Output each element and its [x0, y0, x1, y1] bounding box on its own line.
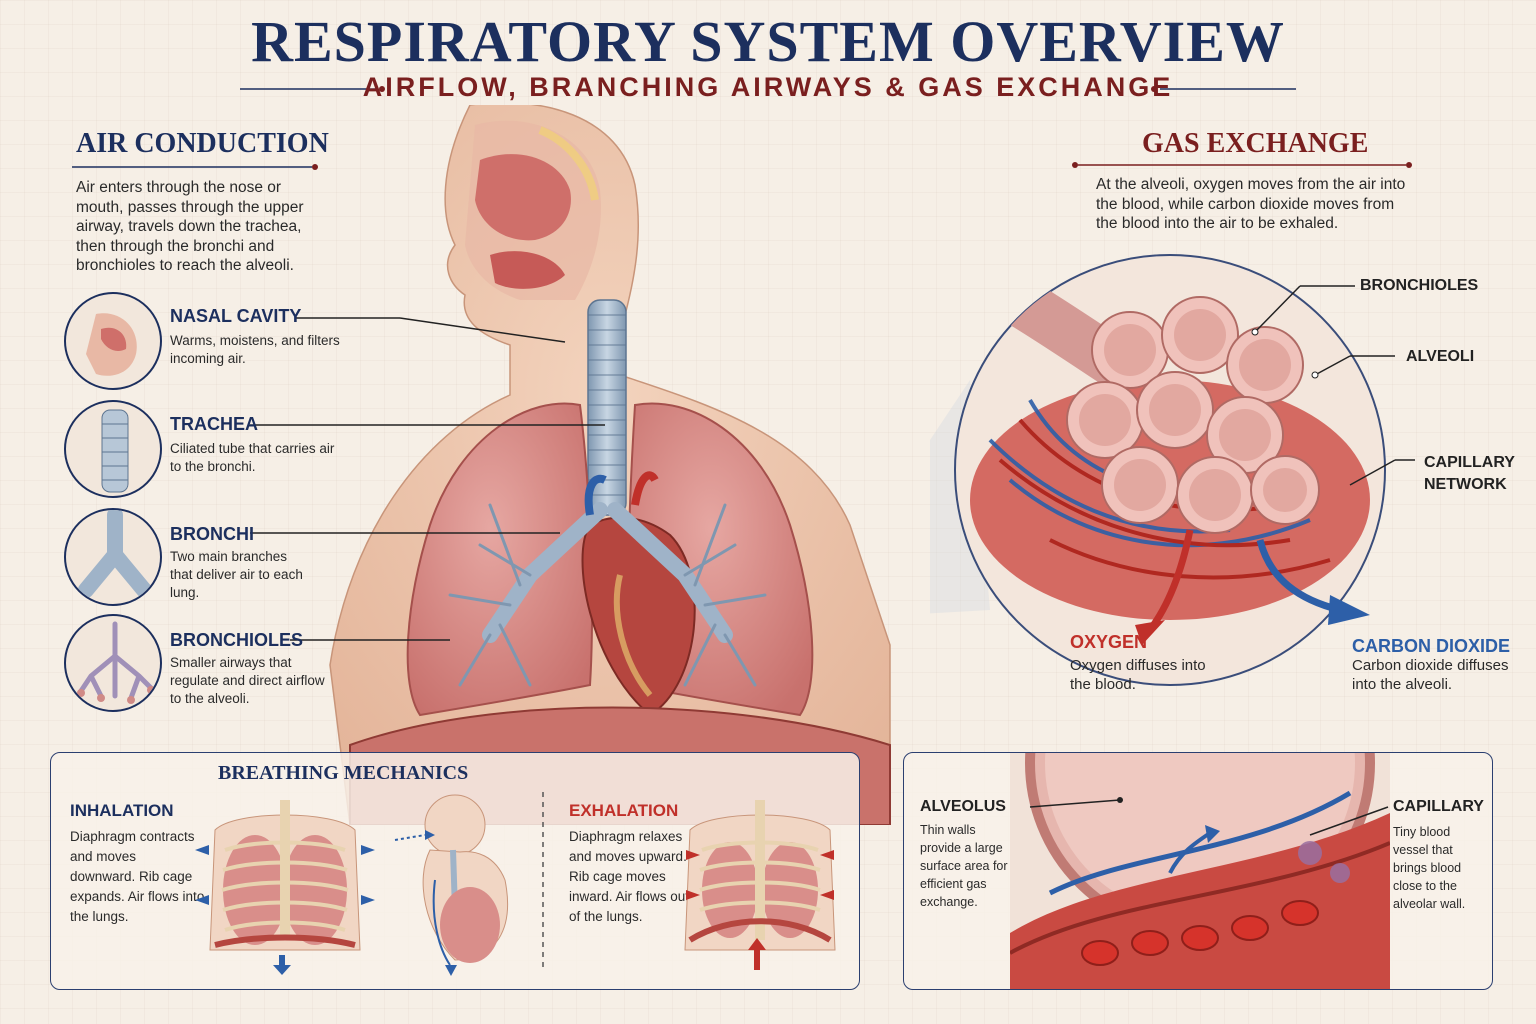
- bronchioles-callout: BRONCHIOLES: [1360, 277, 1479, 294]
- subtitle-row: AIRFLOW, BRANCHING AIRWAYS & GAS EXCHANG…: [240, 72, 1296, 108]
- exhalation-desc: Diaphragm relaxes and moves upward. Rib …: [569, 829, 690, 924]
- air-conduction-underline: [72, 164, 318, 170]
- exhalation-label: EXHALATION: [569, 801, 679, 820]
- breathing-mechanics-title: BREATHING MECHANICS: [218, 762, 469, 784]
- capillary-label: CAPILLARY: [1393, 798, 1484, 815]
- gas-exchange-underline: [1072, 162, 1412, 168]
- oxygen-label: OXYGEN: [1070, 632, 1148, 652]
- gas-exchange-title: GAS EXCHANGE: [1142, 128, 1369, 159]
- carbon-dioxide-label: CARBON DIOXIDE: [1352, 636, 1511, 656]
- exhalation-illustration: [684, 800, 836, 970]
- bronchi-desc: Two main branches that deliver air to ea…: [170, 549, 303, 600]
- page-title: RESPIRATORY SYSTEM OVERVIEW: [251, 9, 1285, 74]
- page-subtitle: AIRFLOW, BRANCHING AIRWAYS & GAS EXCHANG…: [362, 72, 1174, 102]
- alveolus-desc: Thin walls provide a large surface area …: [920, 823, 1008, 909]
- inhalation-illustration: [195, 794, 509, 976]
- gas-exchange-text: At the alveoli, oxygen moves from the ai…: [1096, 176, 1406, 232]
- nasal-cavity-desc: Warms, moistens, and filters incoming ai…: [170, 333, 340, 366]
- alveolus-capillary-illustration: [1010, 753, 1390, 989]
- bronchi-label: BRONCHI: [170, 524, 254, 544]
- bronchioles-desc: Smaller airways that regulate and direct…: [170, 655, 325, 706]
- air-conduction-title: AIR CONDUCTION: [76, 128, 329, 159]
- air-conduction-text: Air enters through the nose or mouth, pa…: [76, 179, 304, 274]
- gas-exchange-leader-lines: [1251, 285, 1415, 486]
- alveolus-label: ALVEOLUS: [920, 798, 1006, 815]
- capillary-network-callout-line1: CAPILLARY: [1424, 454, 1515, 471]
- trachea-desc: Ciliated tube that carries air to the br…: [170, 441, 335, 474]
- inhalation-label: INHALATION: [70, 801, 174, 820]
- torso-anatomy-illustration: [329, 105, 891, 825]
- capillary-network-callout-line2: NETWORK: [1424, 476, 1507, 493]
- trachea-label: TRACHEA: [170, 414, 258, 434]
- capillary-desc: Tiny blood vessel that brings blood clos…: [1393, 825, 1466, 911]
- inhalation-desc: Diaphragm contracts and moves downward. …: [70, 829, 205, 924]
- carbon-dioxide-desc: Carbon dioxide diffuses into the alveoli…: [1352, 657, 1509, 693]
- bronchioles-icon: [64, 614, 162, 712]
- alveoli-magnified-illustration: [930, 254, 1386, 686]
- trachea-icon: [64, 400, 162, 498]
- alveoli-callout: ALVEOLI: [1406, 348, 1475, 365]
- breathing-divider: [542, 792, 544, 972]
- bronchioles-label: BRONCHIOLES: [170, 630, 304, 650]
- bronchi-icon: [64, 508, 162, 606]
- nasal-cavity-label: NASAL CAVITY: [170, 306, 302, 326]
- nasal-cavity-icon: [64, 292, 162, 390]
- subtitle-rules: [240, 86, 1296, 92]
- alveolus-leader-lines: [1029, 797, 1389, 836]
- oxygen-desc: Oxygen diffuses into the blood.: [1070, 657, 1206, 693]
